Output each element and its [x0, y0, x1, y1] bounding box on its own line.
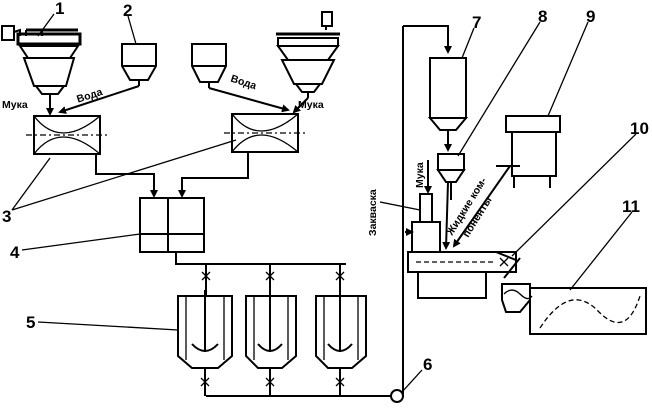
label-starter: Закваска: [367, 189, 379, 236]
callout-3: 3: [2, 207, 11, 226]
screw-conveyor: [501, 257, 647, 335]
starter-storage-tank: [427, 57, 469, 152]
doser: [436, 153, 466, 200]
callout-2: 2: [123, 1, 132, 20]
callout-9: 9: [586, 7, 595, 26]
feed-lines: [46, 85, 309, 116]
water-tank-left: [121, 43, 157, 86]
label-flour-right: Мука: [298, 99, 324, 111]
fermentation-vessel-1: [177, 264, 233, 396]
label-water-right: Вода: [229, 73, 258, 93]
callout-1: 1: [55, 0, 64, 18]
callout-10: 10: [630, 119, 649, 138]
label-flour-left: Мука: [2, 99, 28, 111]
callout-8: 8: [538, 7, 547, 26]
leader-lines: [11, 13, 637, 393]
callout-11: 11: [622, 197, 640, 216]
callout-4: 4: [10, 243, 20, 262]
liquid-components-tank: [496, 115, 561, 188]
fermentation-vessel-2: [245, 264, 297, 396]
flour-bunker-left: [1, 25, 82, 100]
pump: [390, 25, 452, 403]
flour-bunker-right: [276, 11, 340, 98]
dosing-tank: [139, 197, 346, 265]
callout-6: 6: [423, 355, 432, 374]
callout-5: 5: [26, 313, 35, 332]
fermentation-vessel-3: [315, 264, 367, 396]
kneader-inputs: [379, 160, 511, 250]
callout-7: 7: [472, 13, 481, 32]
fermentation-vessels: [177, 264, 392, 397]
mixer-outflow: [95, 152, 249, 198]
label-flour-top: Мука: [414, 162, 426, 188]
mixer-right: [224, 113, 308, 153]
water-tank-right: [191, 43, 227, 88]
callout-numbers: 1 2 3 4 5 6 7 8 9 10 11: [2, 0, 649, 374]
mixer-left: [26, 115, 110, 155]
